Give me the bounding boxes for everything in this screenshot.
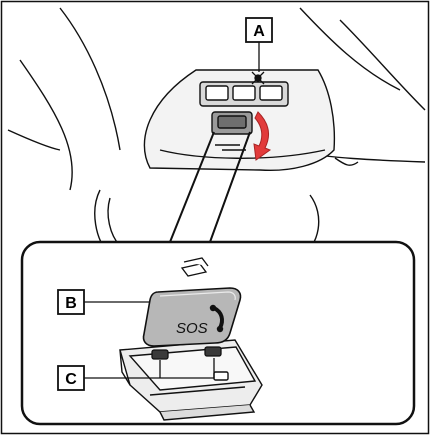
light-lens-right — [260, 86, 282, 100]
microphone-left — [152, 350, 168, 359]
sos-lid-inner — [218, 116, 246, 128]
microphone-right — [205, 347, 221, 356]
sos-button-label: SOS — [176, 320, 208, 337]
callout-c-label: C — [65, 371, 77, 388]
sos-button-face — [143, 288, 240, 346]
light-lens-center — [233, 86, 255, 100]
callout-a-label: A — [253, 23, 265, 40]
sos-button: SOS — [143, 288, 240, 346]
housing-slot — [214, 372, 228, 380]
light-lens-left — [206, 86, 228, 100]
callout-b-label: B — [65, 295, 77, 312]
